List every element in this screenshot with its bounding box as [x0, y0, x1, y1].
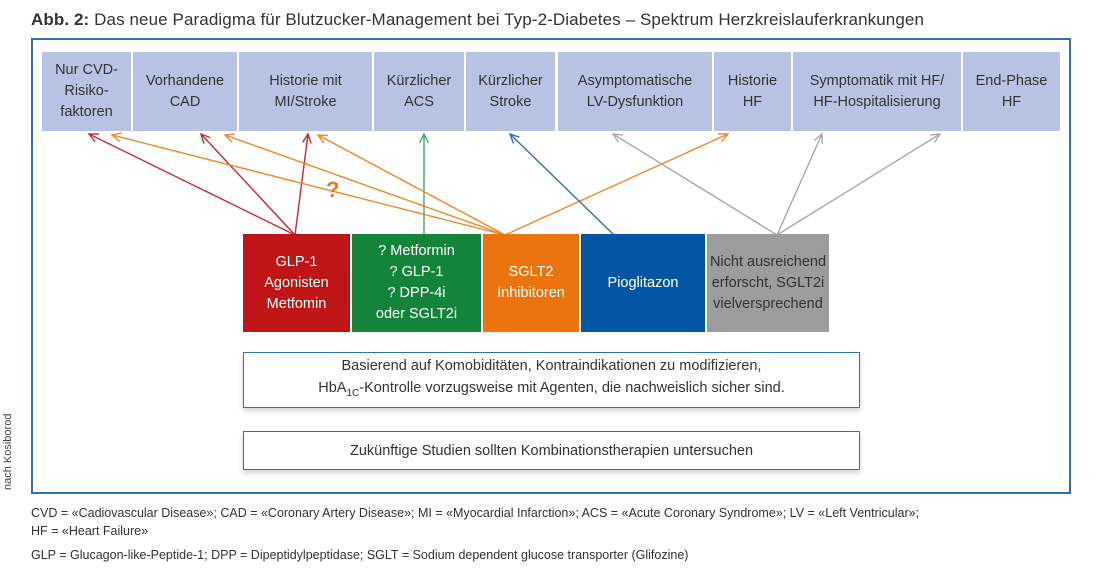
condition-cvd-risk: Nur CVD- Risiko- faktoren: [42, 52, 131, 131]
comorbidity-line1: Basierend auf Komobiditäten, Kontraindik…: [341, 358, 762, 375]
condition-acs: Kürzlicher ACS: [374, 52, 464, 131]
condition-mi-stroke: Historie mit MI/Stroke: [239, 52, 372, 131]
figure-label: Abb. 2:: [31, 10, 90, 29]
footnote-abbrev-1: CVD = «Cadiovascular Disease»; CAD = «Co…: [31, 506, 920, 520]
question-mark: ?: [326, 177, 340, 202]
condition-cad: Vorhandene CAD: [133, 52, 237, 131]
therapy-uncertain: ? Metformin ? GLP-1 ? DPP-4i oder SGLT2i: [352, 234, 481, 332]
condition-end-phase-hf: End-Phase HF: [963, 52, 1060, 131]
hba-subscript: 1C: [346, 387, 360, 399]
future-studies-note: Zukünftige Studien sollten Kombinationst…: [243, 431, 860, 470]
therapy-sglt2: SGLT2 Inhibitoren: [483, 234, 579, 332]
condition-hf-symptomatic: Symptomatik mit HF/ HF-Hospitalisierung: [793, 52, 961, 131]
therapy-pioglitazon: Pioglitazon: [581, 234, 705, 332]
footnote-abbrev-3: GLP = Glucagon-like-Peptide-1; DPP = Dip…: [31, 548, 689, 562]
condition-stroke: Kürzlicher Stroke: [466, 52, 555, 131]
comorbidity-line2: -Kontrolle vorzugsweise mit Agenten, die…: [359, 380, 785, 397]
side-credit: nach Kosiborod: [2, 413, 14, 490]
therapy-glp1-metformin: GLP-1 Agonisten Metfomin: [243, 234, 350, 332]
diagram-frame: [31, 38, 1071, 494]
footnote-abbrev-2: HF = «Heart Failure»: [31, 524, 149, 538]
hba-label: HbA: [318, 380, 347, 397]
therapy-not-researched: Nicht ausreichend erforscht, SGLT2i viel…: [707, 234, 829, 332]
condition-hf-history: Historie HF: [714, 52, 791, 131]
condition-lv-dysfunction: Asymptomatische LV-Dysfunktion: [558, 52, 712, 131]
figure-title-text: Das neue Paradigma für Blutzucker-Manage…: [94, 10, 925, 29]
comorbidity-note: Basierend auf Komobiditäten, Kontraindik…: [243, 352, 860, 408]
figure-title: Abb. 2: Das neue Paradigma für Blutzucke…: [31, 10, 924, 30]
